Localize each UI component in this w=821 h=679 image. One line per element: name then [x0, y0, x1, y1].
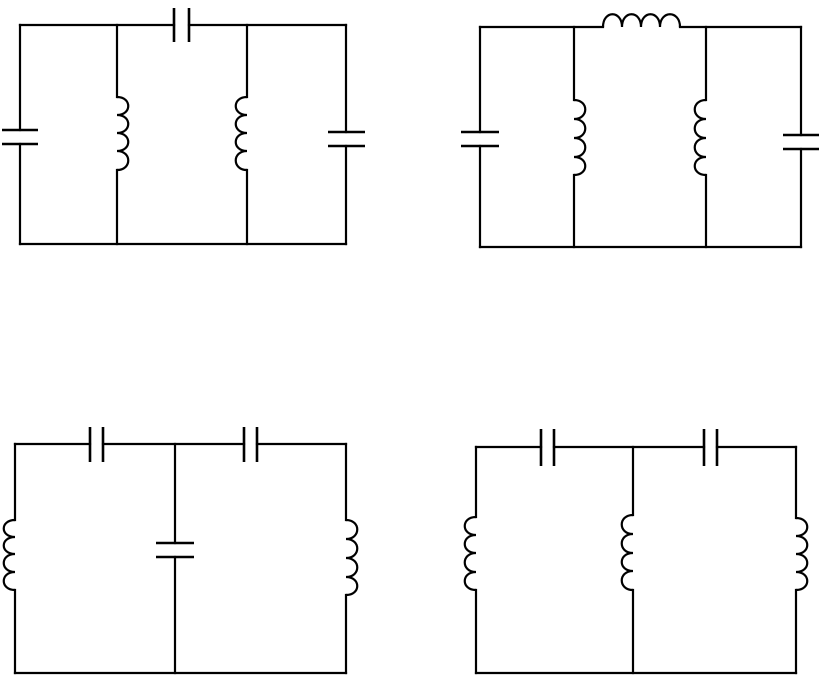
circuit-2: [461, 13, 819, 249]
circuit-2-wires: [478, 25, 803, 249]
circuit-2-inductor-2: [693, 98, 707, 177]
circuit-4-wires: [474, 445, 798, 675]
circuit-4-top-capacitor-right: [702, 429, 719, 466]
circuit-3-middle-capacitor: [156, 541, 194, 559]
circuit-3-right-inductor: [345, 518, 359, 597]
circuit-1: [2, 8, 365, 246]
circuit-1-top-capacitor: [172, 8, 191, 42]
circuit-4-middle-inductor: [620, 513, 634, 592]
circuit-1-inductor-1: [116, 95, 130, 172]
circuit-2-inductor-1: [573, 98, 587, 177]
circuit-4-left-inductor: [463, 515, 477, 592]
circuit-1-left-capacitor: [2, 128, 38, 146]
circuit-2-top-inductor: [601, 13, 682, 28]
circuit-3: [2, 427, 359, 675]
circuit-4-right-inductor: [795, 516, 809, 592]
circuit-1-right-capacitor: [328, 130, 365, 148]
circuit-4-top-capacitor-left: [539, 429, 556, 466]
circuit-3-top-capacitor-right: [242, 427, 259, 462]
circuit-1-wires: [18, 23, 348, 246]
circuit-3-top-capacitor-left: [88, 427, 105, 462]
circuit-3-wires: [13, 442, 348, 675]
circuit-2-left-capacitor: [461, 130, 499, 148]
circuit-1-inductor-2: [234, 95, 248, 172]
circuit-4: [463, 429, 809, 675]
circuit-3-left-inductor: [2, 518, 16, 592]
circuit-2-right-capacitor: [783, 133, 819, 151]
